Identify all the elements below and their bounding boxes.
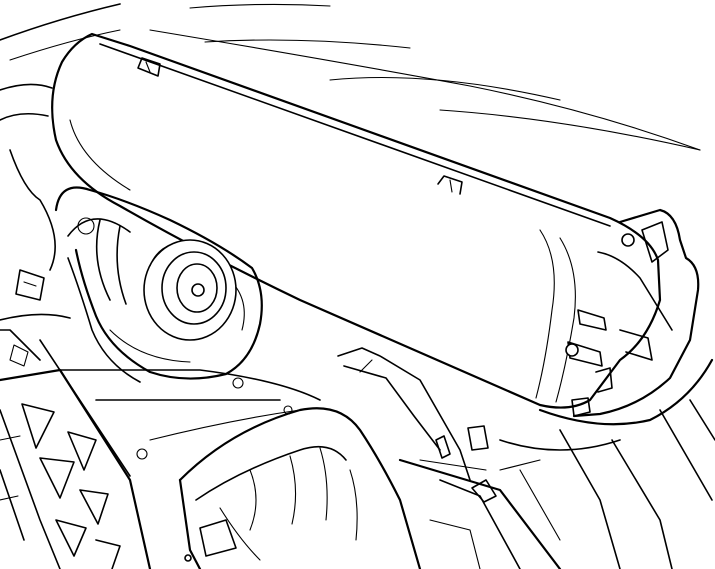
screw-icon	[184, 554, 192, 562]
glove-box-side-panel	[499, 208, 714, 451]
center-bracket-lever	[337, 347, 489, 481]
right-floor-sill	[398, 399, 715, 569]
vent-outlet-icon	[143, 239, 237, 341]
dashboard-top-surface	[0, 3, 701, 151]
latch-pin-icon	[565, 343, 579, 357]
center-console-beam	[59, 369, 321, 441]
hinge-bolt-icon	[621, 233, 635, 247]
lower-center-module	[178, 407, 422, 569]
air-duct-assembly	[54, 186, 263, 383]
lower-frame-lattice	[0, 339, 152, 569]
left-dash-structure	[0, 83, 71, 367]
